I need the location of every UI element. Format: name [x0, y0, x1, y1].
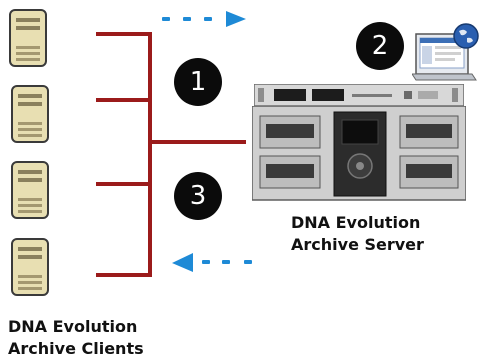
- clients-label-line-2: Archive Clients: [8, 339, 144, 358]
- client-computer-icon: [9, 9, 47, 67]
- clients-label: DNA Evolution Archive Clients: [8, 316, 144, 360]
- clients-label-line-1: DNA Evolution: [8, 317, 138, 336]
- client-computer-icon: [11, 85, 49, 143]
- step-1-badge: 1: [174, 58, 222, 106]
- globe-icon: [453, 23, 479, 49]
- tape-server-icon: [254, 84, 464, 107]
- client-computer-icon: [11, 238, 49, 296]
- server-label-line-2: Archive Server: [291, 235, 424, 254]
- server-label-line-1: DNA Evolution: [291, 213, 421, 232]
- step-3-badge: 3: [174, 172, 222, 220]
- server-label: DNA Evolution Archive Server: [291, 212, 424, 256]
- step-2-badge: 2: [356, 22, 404, 70]
- arrow-right: [162, 11, 246, 27]
- client-computer-icon: [11, 161, 49, 219]
- arrow-left: [172, 253, 252, 272]
- tape-library-icon: [252, 106, 466, 201]
